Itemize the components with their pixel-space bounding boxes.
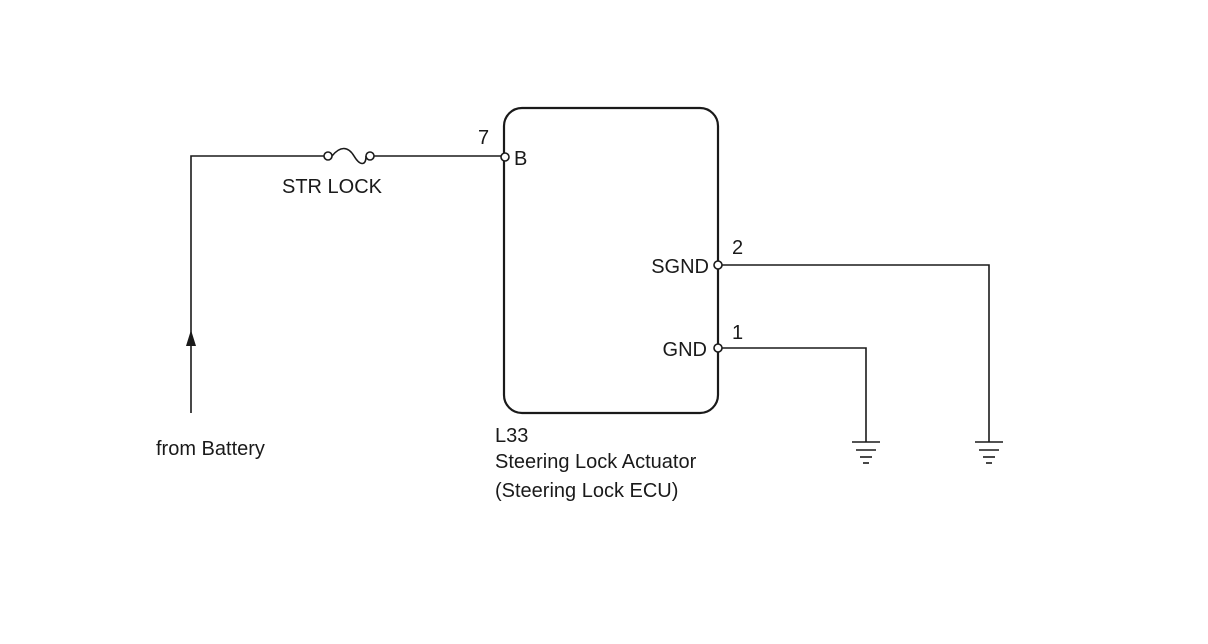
component-name: Steering Lock Actuator <box>495 451 697 473</box>
fuse-label: STR LOCK <box>282 176 383 198</box>
pin-number-7: 7 <box>478 127 489 149</box>
arrow-up-icon <box>186 330 196 346</box>
wire-gnd-to-ground <box>722 347 867 442</box>
wire-sgnd-to-ground <box>722 264 990 442</box>
pin-name-sgnd: SGND <box>651 256 709 278</box>
pin-name-b: B <box>514 148 527 170</box>
ground-icon <box>975 441 1003 464</box>
terminal-circle-icon <box>713 260 723 270</box>
pin-number-2: 2 <box>732 237 743 259</box>
battery-feed-wire <box>186 155 324 413</box>
power-source-label: from Battery <box>156 438 265 460</box>
connector-id: L33 <box>495 425 528 447</box>
pin-name-gnd: GND <box>663 339 707 361</box>
component-subname: (Steering Lock ECU) <box>495 480 678 502</box>
pin-number-1: 1 <box>732 322 743 344</box>
terminal-circle-icon <box>713 343 723 353</box>
terminal-circle-icon <box>500 152 510 162</box>
ground-icon <box>852 441 880 464</box>
fuse-icon <box>323 147 375 165</box>
